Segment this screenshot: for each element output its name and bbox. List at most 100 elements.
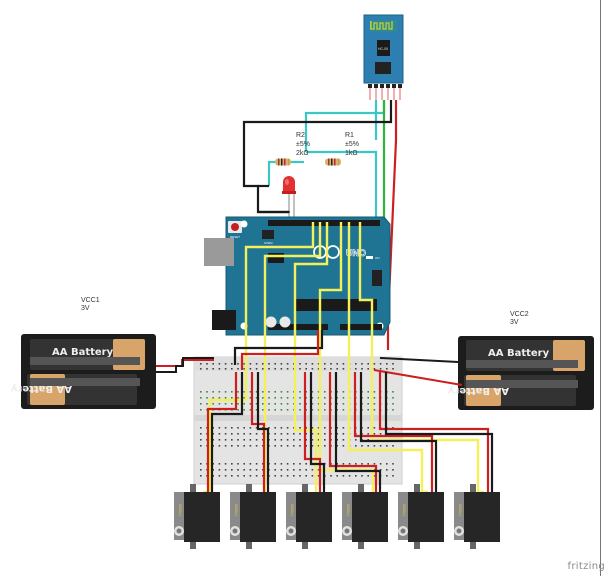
servo-motor: DAGU <box>398 484 444 549</box>
breadboard-hole <box>311 397 314 399</box>
breadboard-hole <box>224 391 227 393</box>
servo-gnd-wire <box>384 372 494 492</box>
breadboard-hole <box>299 439 301 441</box>
breadboard-hole <box>348 475 351 477</box>
breadboard-hole <box>317 475 320 477</box>
breadboard-hole <box>255 433 258 435</box>
breadboard-hole <box>255 403 258 405</box>
bt-pin <box>398 84 402 88</box>
breadboard-hole <box>218 469 221 471</box>
breadboard-hole <box>200 397 202 399</box>
breadboard-hole <box>379 433 382 435</box>
bt-gnd-wire <box>242 100 393 214</box>
r2-tolerance: ±5% <box>296 141 310 148</box>
breadboard-hole <box>311 439 314 441</box>
breadboard-hole <box>262 363 264 365</box>
breadboard-hole <box>224 363 227 365</box>
breadboard-hole <box>305 397 307 399</box>
breadboard-hole <box>231 469 233 471</box>
breadboard-hole <box>336 403 338 405</box>
breadboard-hole <box>280 363 283 365</box>
breadboard-hole <box>206 363 208 365</box>
breadboard-hole <box>342 403 345 405</box>
vcc2-name: VCC2 <box>510 311 529 318</box>
breadboard-hole <box>280 409 283 411</box>
breadboard-hole <box>274 409 276 411</box>
breadboard-hole <box>317 391 320 393</box>
breadboard-hole <box>274 475 276 477</box>
breadboard-hole <box>367 439 369 441</box>
servo-brand: DAGU <box>346 504 351 516</box>
breadboard-hole <box>243 445 245 447</box>
breadboard-hole <box>299 397 301 399</box>
breadboard-hole <box>305 427 307 429</box>
breadboard-hole <box>324 363 326 365</box>
breadboard-hole <box>274 439 276 441</box>
breadboard-hole <box>330 363 332 365</box>
breadboard-hole <box>373 463 376 465</box>
breadboard-hole <box>361 445 363 447</box>
breadboard-hole <box>324 433 326 435</box>
breadboard-hole <box>311 363 314 365</box>
atmega-chip <box>295 299 377 311</box>
bt-pin <box>368 84 372 88</box>
breadboard-hole <box>392 427 394 429</box>
breadboard-hole <box>317 469 320 471</box>
analog-header <box>340 324 382 330</box>
breadboard-hole <box>299 469 301 471</box>
breadboard-hole <box>317 368 320 370</box>
rx-divider-wire <box>306 150 378 228</box>
breadboard-hole <box>212 445 214 447</box>
breadboard-hole <box>262 469 264 471</box>
breadboard-hole <box>361 463 363 465</box>
breadboard-hole <box>324 397 326 399</box>
breadboard-hole <box>218 368 221 370</box>
battery-pack-vcc2: VCC2 3V AA Battery AA Battery <box>447 311 594 410</box>
breadboard-hole <box>231 403 233 405</box>
vcc1-name: VCC1 <box>81 297 100 304</box>
breadboard-hole <box>249 363 252 365</box>
breadboard-hole <box>200 475 202 477</box>
breadboard-hole <box>218 445 221 447</box>
vcc2-cell2-label: AA Battery <box>447 385 509 396</box>
bt-pin-leg <box>381 88 383 100</box>
breadboard-hole <box>392 469 394 471</box>
breadboard-hole <box>249 368 252 370</box>
breadboard-hole <box>280 439 283 441</box>
breadboard-hole <box>274 433 276 435</box>
breadboard-hole <box>342 445 345 447</box>
breadboard-hole <box>280 391 283 393</box>
breadboard-hole <box>255 397 258 399</box>
breadboard-hole <box>367 445 369 447</box>
breadboard-hole <box>237 475 239 477</box>
breadboard-hole <box>305 368 307 370</box>
breadboard-hole <box>311 368 314 370</box>
breadboard-hole <box>262 397 264 399</box>
breadboard-hole <box>224 397 227 399</box>
breadboard-hole <box>305 363 307 365</box>
breadboard-hole <box>299 463 301 465</box>
breadboard-hole <box>330 475 332 477</box>
breadboard-hole <box>243 439 245 441</box>
breadboard-hole <box>299 445 301 447</box>
breadboard-hole <box>249 463 252 465</box>
bt-pin <box>392 84 396 88</box>
breadboard-hole <box>249 391 252 393</box>
breadboard-hole <box>243 403 245 405</box>
breadboard-hole <box>311 409 314 411</box>
breadboard-hole <box>367 363 369 365</box>
breadboard-hole <box>249 397 252 399</box>
breadboard-hole <box>305 475 307 477</box>
breadboard-hole <box>262 445 264 447</box>
breadboard-hole <box>200 439 202 441</box>
breadboard-hole <box>200 445 202 447</box>
breadboard-hole <box>274 463 276 465</box>
breadboard-hole <box>305 439 307 441</box>
breadboard-hole <box>336 463 338 465</box>
breadboard-hole <box>286 391 289 393</box>
breadboard-hole <box>280 368 283 370</box>
breadboard-hole <box>268 403 270 405</box>
breadboard-hole <box>255 445 258 447</box>
breadboard-hole <box>386 463 388 465</box>
servo-motor: DAGU <box>174 484 220 549</box>
